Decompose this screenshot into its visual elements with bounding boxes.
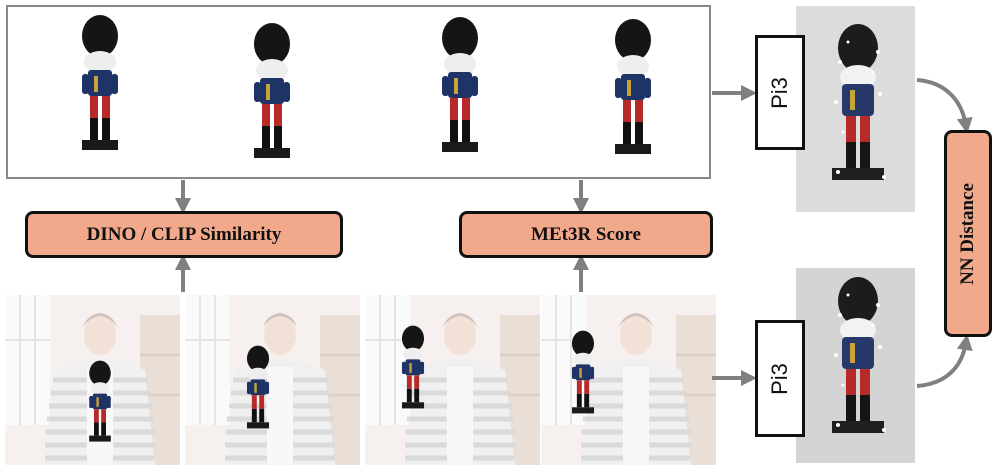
generated-views-frame [6, 5, 711, 179]
pi3-box-bottom: Pi3 [755, 320, 805, 437]
video-frames-row [5, 295, 716, 465]
video-frame-3 [365, 295, 540, 465]
pi3-top-label: Pi3 [766, 76, 792, 109]
video-frame-2 [185, 295, 360, 465]
met3r-label: MEt3R Score [531, 223, 641, 245]
nn-distance-box: NN Distance [944, 130, 992, 337]
met3r-box: MEt3R Score [459, 211, 713, 258]
pi3-bottom-label: Pi3 [766, 362, 792, 395]
arrows [175, 78, 973, 388]
arrow-cloud-top-to-nn [916, 78, 973, 134]
similarity-box: DINO / CLIP Similarity [25, 211, 343, 258]
similarity-label: DINO / CLIP Similarity [86, 223, 282, 245]
video-frame-4 [541, 295, 716, 465]
arrow-cloud-bottom-to-nn [916, 334, 973, 388]
pi3-box-top: Pi3 [755, 35, 805, 150]
nn-distance-label: NN Distance [957, 182, 979, 285]
